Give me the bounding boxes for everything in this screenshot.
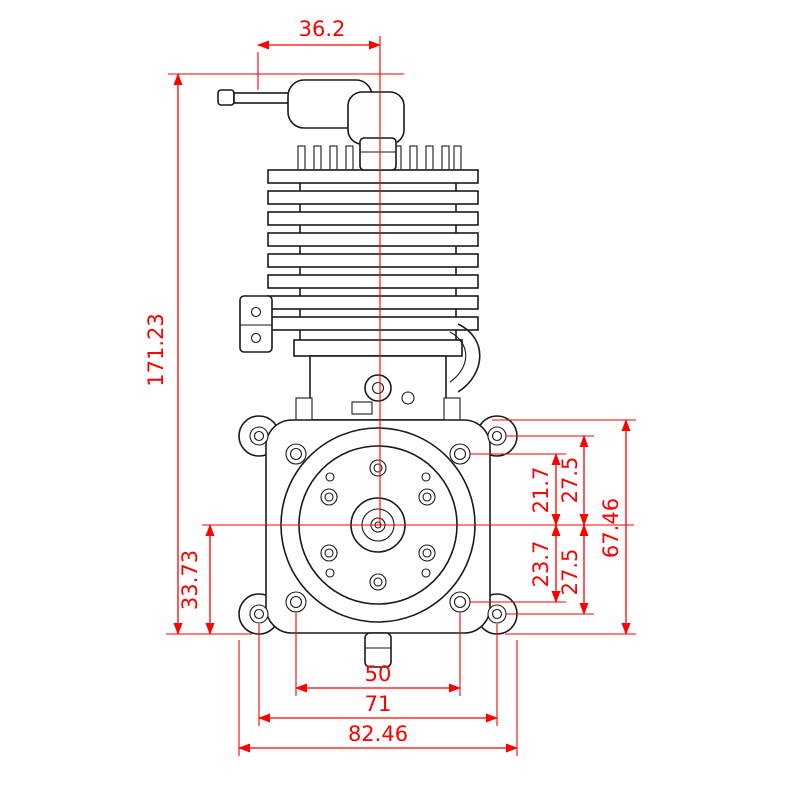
dimension-annotations: 36.2 171.23 33.73 21.7 (144, 17, 636, 756)
bottom-extension-lines (238, 612, 518, 756)
dim-label-overall-width: 82.46 (348, 722, 408, 746)
dim-label-outer-hole-spacing: 71 (365, 692, 392, 716)
dim-overall-width: 82.46 (238, 722, 518, 753)
dim-inner-hole-spacing: 50 (295, 662, 461, 693)
dim-label-spark-plug-offset: 36.2 (299, 17, 346, 41)
dim-label-center-to-base: 33.73 (178, 550, 202, 610)
dim-label-overall-height: 171.23 (144, 313, 168, 386)
carburetor-linkage (364, 374, 392, 402)
dim-lower-inner-offset: 23.7 (529, 524, 561, 603)
engine-outline (217, 79, 518, 668)
intake-manifold (449, 323, 481, 393)
cover-bolts (320, 459, 436, 591)
crankcase (295, 355, 461, 421)
dim-upper-inner-offset: 21.7 (529, 453, 561, 526)
exhaust-flange (239, 295, 273, 353)
dim-label-plate-height: 67.46 (599, 498, 623, 558)
dim-upper-outer-offset: 27.5 (558, 435, 589, 526)
dim-label-upper-inner: 21.7 (529, 467, 553, 514)
ear-bolt-holes (249, 426, 507, 624)
cylinder-fins (267, 169, 479, 357)
dim-label-upper-outer: 27.5 (558, 457, 582, 504)
cylinder-base-flange (293, 339, 463, 357)
spark-plug-wire-terminal (217, 89, 235, 106)
dim-mount-plate-height: 67.46 (599, 419, 631, 635)
dim-spark-plug-offset: 36.2 (257, 17, 381, 90)
center-lines (202, 36, 634, 526)
dim-label-inner-hole-spacing: 50 (365, 662, 392, 686)
dim-center-to-base: 33.73 (178, 524, 215, 635)
spark-plug-assembly (217, 79, 405, 171)
right-extension-lines (470, 419, 636, 635)
spark-plug-cap-elbow (347, 91, 405, 145)
bottom-tab (364, 632, 392, 668)
dim-label-lower-inner: 23.7 (529, 541, 553, 588)
cylinder-head-fins (297, 145, 462, 171)
dim-lower-outer-offset: 27.5 (558, 524, 589, 615)
dim-outer-hole-spacing: 71 (258, 692, 498, 723)
dim-label-lower-outer: 27.5 (558, 549, 582, 596)
spark-plug-wire (233, 92, 291, 104)
spark-plug-boot (359, 137, 397, 171)
